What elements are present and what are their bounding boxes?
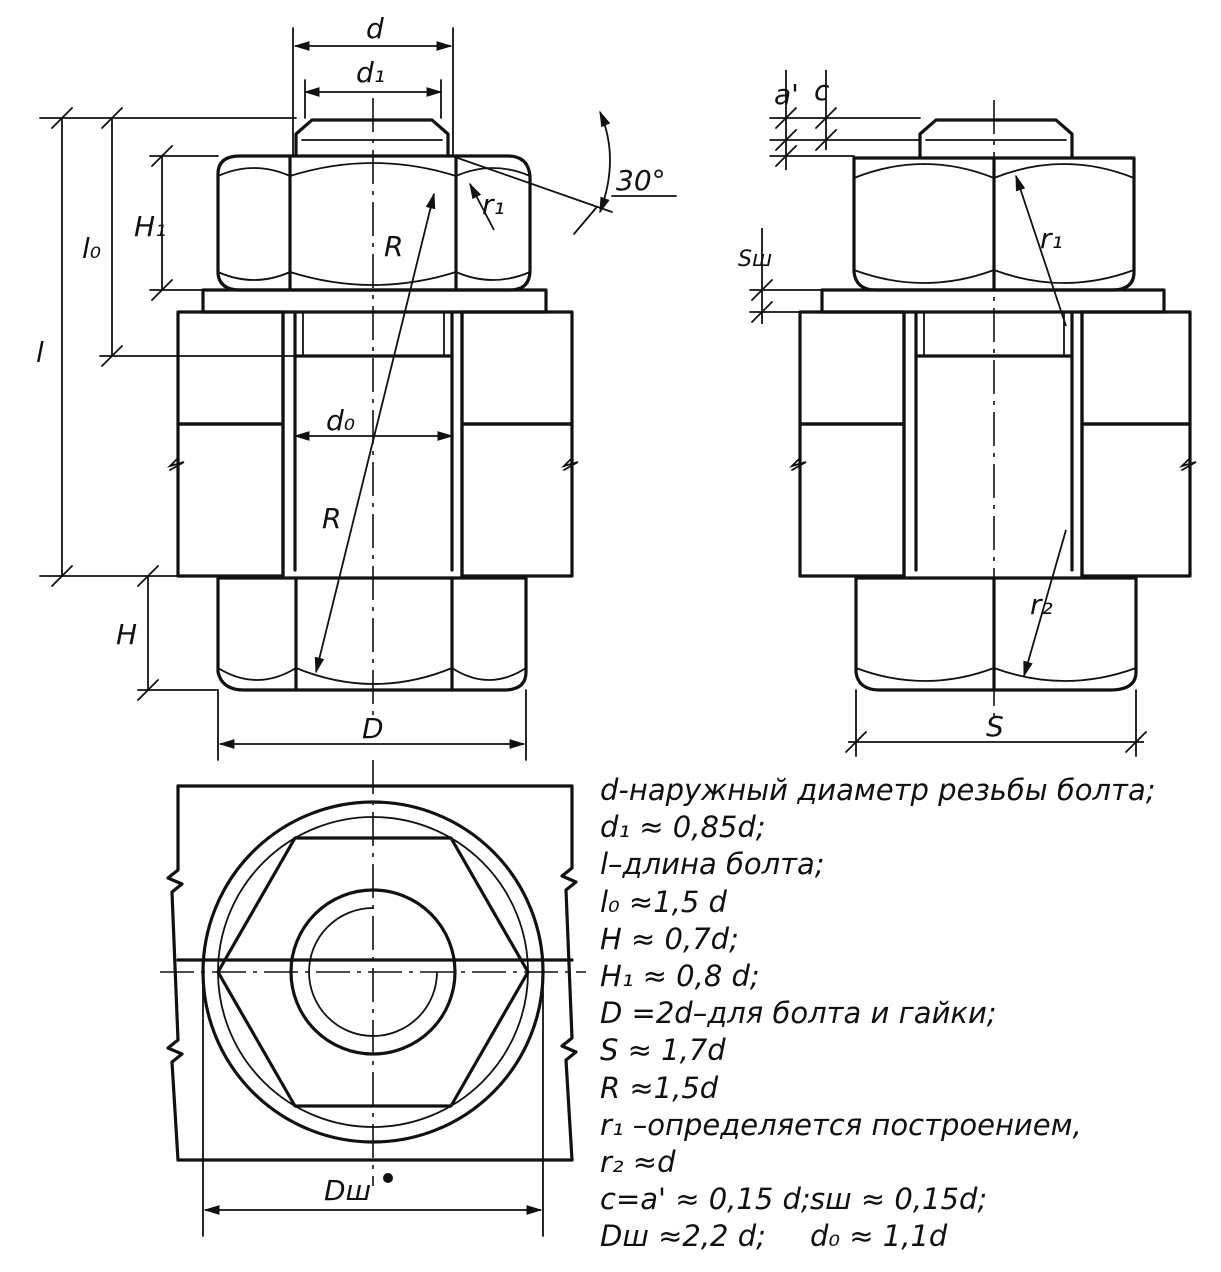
label-R-bottom: R [322, 502, 341, 535]
legend-row: H ≈ 0,7d; [600, 921, 739, 956]
label-H: H [116, 618, 137, 651]
label-d1: d₁ [356, 56, 385, 89]
thread-arc [308, 907, 438, 1037]
nut-left [216, 154, 532, 292]
label-l0: l₀ [82, 232, 101, 265]
legend-row: d₁ ≈ 0,85d; [600, 810, 766, 845]
legend-pair-right: d₀ ≈ 1,1d [810, 1219, 948, 1254]
legend-row: H₁ ≈ 0,8 d; [600, 959, 760, 994]
bolt-head-left [216, 576, 528, 692]
front-view-left: d d₁ l l₀ H₁ H R R r₁ [36, 12, 677, 761]
label-R-top: R [384, 230, 403, 263]
legend-pair-row: c=a' ≈ 0,15 d; sш ≈ 0,15d; [600, 1181, 1215, 1218]
legend-row: S ≈ 1,7d [600, 1033, 726, 1068]
legend-row: D =2d–для болта и гайки; [600, 996, 997, 1031]
label-S: S [986, 710, 1004, 743]
legend-pair-right: sш ≈ 0,15d; [810, 1182, 988, 1217]
label-r1-right: r₁ [1040, 222, 1063, 255]
label-a-prime: a' [774, 78, 799, 111]
label-d0: d₀ [326, 404, 355, 437]
label-D: D [362, 712, 384, 745]
label-r1-left: r₁ [482, 188, 505, 221]
legend-pair-left: c=a' ≈ 0,15 d; [600, 1182, 811, 1217]
label-D-sh: Dш [324, 1174, 371, 1207]
bolt-head-right [854, 576, 1138, 692]
label-l: l [36, 336, 44, 369]
legend-row: l–длина болта; [600, 847, 825, 882]
label-angle: 30° [616, 164, 666, 197]
label-H1: H₁ [134, 210, 166, 243]
label-s-sh: Sш [738, 247, 772, 272]
legend-row: d-наружный диаметр резьбы болта; [600, 773, 1156, 807]
legend-row: r₂ ≈d [600, 1145, 676, 1180]
legend-pair-left: Dш ≈2,2 d; [600, 1219, 766, 1254]
legend-pair-row: Dш ≈2,2 d; d₀ ≈ 1,1d [600, 1218, 1215, 1255]
top-view: Dш [160, 760, 586, 1237]
legend-row: r₁ –определяется построением, [600, 1107, 1082, 1142]
washer-right [820, 288, 1166, 314]
front-view-right: a' c Sш r₁ r₂ S [738, 70, 1197, 757]
label-c: c [814, 74, 830, 107]
legend: d-наружный диаметр резьбы болта; d₁ ≈ 0,… [600, 772, 1215, 1256]
label-d: d [366, 12, 384, 45]
bolt-end-left [294, 118, 450, 158]
label-r2: r₂ [1030, 588, 1053, 621]
plates-left [166, 310, 579, 578]
legend-row: l₀ ≈1,5 d [600, 884, 727, 919]
washer-left [201, 288, 548, 314]
legend-row: R ≈1,5d [600, 1070, 719, 1105]
